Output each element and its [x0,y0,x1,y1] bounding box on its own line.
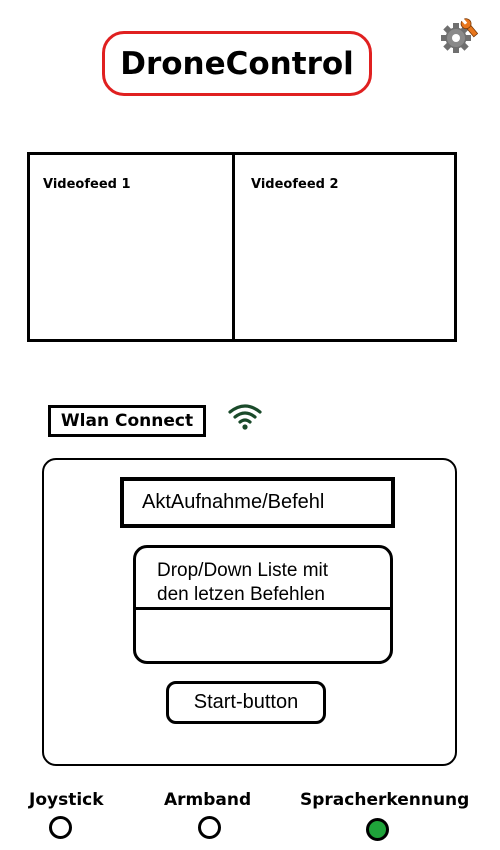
video-feed-1-label: Videofeed 1 [43,177,131,192]
video-feed-2: Videofeed 2 [235,155,454,339]
mode-armband-radio[interactable] [198,816,221,839]
mode-joystick-radio[interactable] [49,816,72,839]
mode-voice-radio[interactable] [366,818,389,841]
video-feed-1: Videofeed 1 [30,155,235,339]
mode-armband-label: Armband [164,790,252,810]
start-button[interactable]: Start-button [166,681,326,724]
command-history-label-line-1: Drop/Down Liste mit [157,560,329,581]
voice-control-panel [42,458,457,766]
app-title: DroneControl [120,45,354,82]
wlan-connect-button[interactable]: Wlan Connect [48,405,206,437]
mode-voice-label: Spracherkennung [300,790,470,810]
command-history-dropdown[interactable]: Drop/Down Liste mit den letzen Befehlen [133,545,393,664]
gear-icon[interactable] [438,16,479,56]
command-history-label-line-2: den letzen Befehlen [157,584,325,605]
wifi-icon [226,401,264,431]
video-feed-2-label: Videofeed 2 [251,177,339,192]
app-title-box: DroneControl [102,31,372,96]
mode-joystick-label: Joystick [29,790,104,810]
video-feed-area: Videofeed 1 Videofeed 2 [27,152,457,342]
current-command-display: AktAufnahme/Befehl [120,477,395,528]
command-history-label: Drop/Down Liste mit den letzen Befehlen [136,548,390,610]
